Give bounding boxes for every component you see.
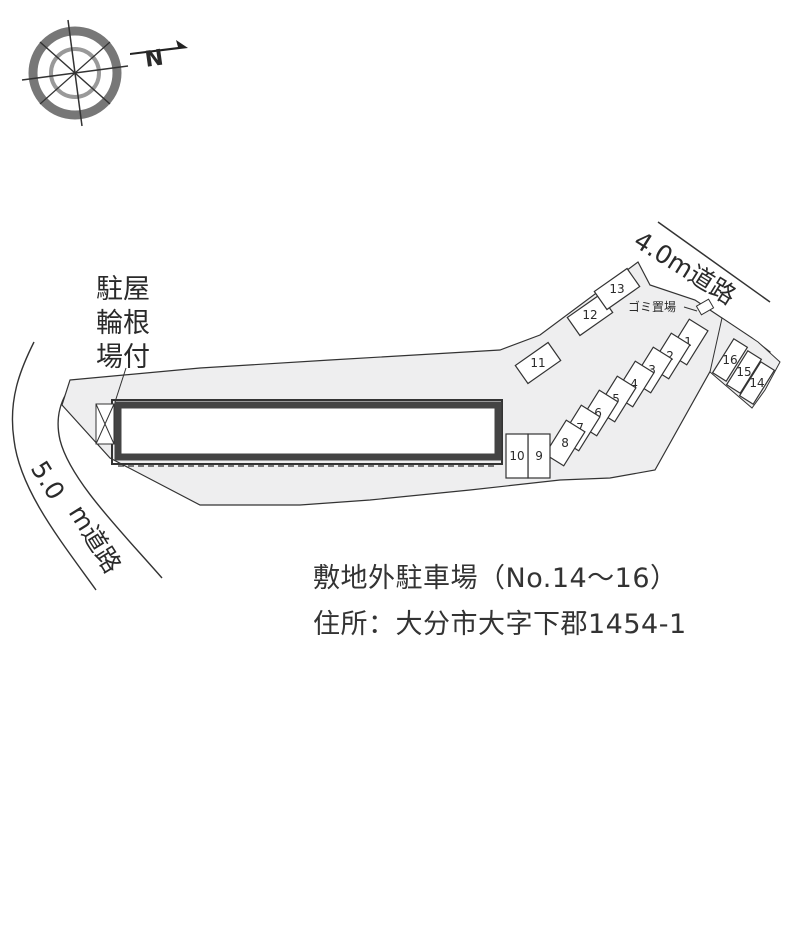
parking-space-number: 14 — [749, 376, 764, 390]
parking-space-number: 7 — [576, 421, 584, 435]
compass-north-label: N — [143, 46, 165, 73]
compass: N — [21, 19, 188, 127]
garbage-area: ゴミ置場 — [628, 298, 715, 316]
parking-space-box — [725, 349, 763, 395]
bike-parking-label-2: 輪根 — [96, 308, 150, 339]
compass-outer-ring — [28, 26, 122, 120]
parking-space-box — [505, 433, 529, 479]
parking-space-number: 1 — [684, 335, 692, 349]
building-body — [114, 401, 502, 461]
bike-parking-cross-2 — [95, 403, 115, 445]
parking-space-number: 13 — [609, 282, 624, 296]
parking-space-number: 15 — [736, 365, 751, 379]
parking-space: 12 — [566, 293, 614, 337]
site-area — [61, 261, 771, 506]
parking-space-number: 5 — [612, 392, 620, 406]
garbage-label: ゴミ置場 — [628, 299, 676, 314]
caption-line-1: 敷地外駐車場（No.14〜16） — [313, 563, 678, 594]
parking-space-number: 16 — [722, 353, 737, 367]
upper-road-line — [657, 221, 771, 303]
bike-parking-label-1: 駐屋 — [96, 274, 150, 305]
bike-parking-leader — [114, 367, 127, 403]
parking-space-box — [514, 341, 562, 385]
parking-space-box — [593, 267, 641, 311]
left-road-label-1: 5.0 — [25, 456, 71, 505]
garbage-leader — [683, 306, 698, 312]
parking-space-box — [544, 419, 586, 467]
parking-space-number: 8 — [561, 436, 569, 450]
parking-space: 11 — [514, 341, 562, 385]
left-road-label-2: m道路 — [63, 500, 127, 578]
parking-space-box — [738, 360, 776, 406]
parking-space-number: 2 — [666, 349, 674, 363]
left-road-line-inner — [57, 381, 163, 579]
parking-space: 14 — [738, 360, 776, 406]
bike-parking-label-3: 場付 — [96, 342, 150, 373]
parking-space: 16 — [711, 337, 749, 383]
north-arrow-icon — [130, 40, 188, 55]
compass-axis-4 — [39, 41, 111, 105]
compass-inner-ring — [49, 47, 101, 99]
left-road-line-outer — [11, 341, 97, 591]
parking-space-number: 3 — [648, 363, 656, 377]
parking-space: 9 — [527, 433, 551, 479]
parking-space-box — [711, 337, 749, 383]
parking-space-number: 9 — [535, 449, 543, 463]
parking-spaces: 1 2 3 4 5 6 7 8 — [505, 267, 776, 479]
parking-space-number: 4 — [630, 377, 638, 391]
parking-space: 10 — [505, 433, 529, 479]
parking-space: 15 — [725, 349, 763, 395]
caption-line-2: 住所：大分市大字下郡1454-1 — [313, 609, 687, 640]
bike-parking: 駐屋 輪根 場付 — [95, 274, 150, 445]
parking-space-number: 6 — [594, 406, 602, 420]
parking-space-number: 11 — [530, 356, 545, 370]
parking-space: 8 — [544, 419, 586, 467]
garbage-box — [695, 298, 715, 316]
parking-space: 13 — [593, 267, 641, 311]
building — [111, 399, 503, 467]
parking-space-number: 12 — [582, 308, 597, 322]
parking-space-number: 10 — [509, 449, 524, 463]
